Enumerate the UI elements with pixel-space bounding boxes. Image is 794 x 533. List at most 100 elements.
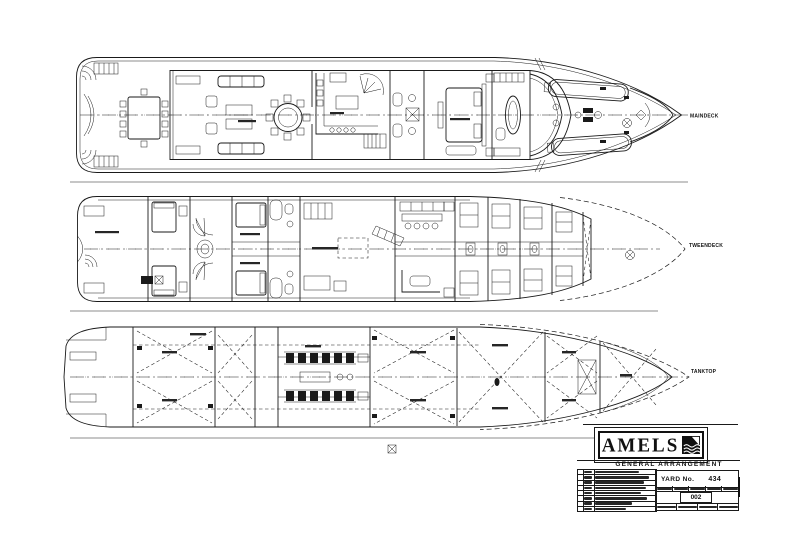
amels-logo-frame: AMELS: [598, 431, 704, 459]
illegible-tank-label: [492, 344, 508, 347]
amels-logo-mark-icon: [682, 436, 701, 454]
bathtub-icon: [505, 95, 521, 135]
circled-x-symbol: [625, 250, 635, 260]
owners-bathroom: [392, 92, 420, 138]
maindeck-aft-deck: [81, 62, 169, 168]
windlass-icon: [552, 119, 560, 127]
illegible-tank-label: [410, 399, 426, 402]
revision-row: [578, 501, 656, 507]
crew-cabins: [395, 197, 592, 301]
title-block-top-rule: [583, 424, 738, 425]
illegible-tank-label: [620, 374, 632, 377]
stair-fan-icon: [192, 217, 214, 237]
illegible-tank-label: [562, 351, 576, 354]
illegible-room-label: [330, 112, 344, 115]
bed: [235, 202, 267, 228]
revision-row: [578, 475, 656, 481]
windshield-line: [529, 73, 563, 157]
stair-icon: [371, 225, 405, 247]
title-block: AMELS GENERAL ARRANGEMENT YARD No. 434: [577, 422, 743, 514]
deck-label-maindeck: MAINDECK: [690, 114, 719, 120]
title-block-rule: [577, 459, 740, 461]
revision-row: [578, 485, 656, 491]
deck-label-tanktop: TANKTOP: [691, 369, 717, 375]
revision-row: [578, 506, 656, 511]
title-block-end-mark: [738, 477, 740, 497]
bed: [151, 265, 177, 297]
maindeck-deckhouse: [169, 70, 572, 160]
revision-row: [578, 491, 656, 497]
sofa: [217, 75, 265, 88]
spiral-stair-icon: [359, 73, 384, 96]
deck-label-tweendeck: TWEENDECK: [689, 243, 723, 249]
bathtub-icon: [269, 277, 283, 299]
circled-x-symbol: [622, 118, 632, 128]
guest-bathroom: [269, 199, 294, 299]
illegible-room-label: [240, 233, 260, 236]
windlass-icon: [552, 103, 560, 111]
brand-wordmark: AMELS: [601, 433, 680, 457]
main-salon: [175, 75, 311, 155]
owners-stateroom: [437, 73, 495, 157]
crew-mess: [399, 201, 455, 298]
revision-row: [578, 480, 656, 486]
illegible-room-label: [240, 262, 260, 265]
stair-fan-icon: [84, 254, 98, 268]
illegible-tank-label: [562, 399, 576, 402]
stair-fan-icon: [192, 261, 214, 281]
maindeck-bulkheads: [311, 70, 531, 160]
drawing-number-cell: 002: [680, 492, 712, 503]
bed: [235, 270, 267, 296]
round-dining-table: [265, 94, 311, 141]
owners-dressing-room: [493, 72, 525, 157]
illegible-tank-label: [162, 351, 177, 354]
armchair: [205, 95, 218, 108]
tanktop-bulkheads: [132, 327, 601, 427]
stair-fan-icon: [81, 65, 97, 81]
crane-icon: [574, 108, 602, 122]
deck-above-outline: [559, 197, 686, 301]
yard-no-value: 434: [708, 475, 722, 483]
alfresco-dining-table: [119, 88, 169, 148]
illegible-tank-label: [410, 351, 426, 354]
watersports-garage: [83, 205, 164, 294]
bathtub-icon: [269, 199, 283, 221]
tender-icon: [543, 79, 629, 102]
illegible-room-label: [450, 118, 470, 121]
illegible-tank-label: [190, 333, 206, 336]
illegible-tank-label: [492, 407, 508, 410]
boxed-x-symbol: [387, 444, 397, 454]
galley: [315, 72, 378, 135]
maindeck-hull-outline: [76, 57, 683, 173]
engine-room: [303, 196, 405, 302]
drawing-info-grid: 002: [655, 486, 739, 511]
engine-hatch: [337, 237, 369, 259]
stair-fan-icon: [81, 149, 97, 165]
revision-row: [578, 470, 656, 476]
bed: [151, 201, 177, 233]
illegible-tank-label: [162, 399, 177, 402]
maindeck-plan: MAINDECK: [76, 57, 719, 173]
maindeck-bulwark-line: [79, 60, 677, 170]
amels-logo: AMELS: [594, 427, 708, 463]
illegible-room-label: [312, 247, 338, 250]
tanktop-hull-outline: [63, 326, 673, 428]
stair-icon: [363, 133, 387, 149]
tweendeck-plan: TWEENDECK: [77, 196, 723, 302]
revision-row: [578, 496, 656, 502]
yard-no-label: YARD No.: [661, 475, 695, 483]
tank-labels: [137, 333, 632, 418]
vip-cabin: [235, 202, 267, 296]
armchair: [205, 122, 218, 135]
guest-cabin: [151, 201, 188, 297]
foredeck: [543, 79, 674, 156]
tanktop-plan: TANKTOP: [63, 324, 717, 430]
illegible-room-label: [95, 231, 119, 234]
illegible-tank-label: [305, 345, 321, 348]
frame-ruler-tanktop: [70, 437, 690, 454]
drawing-title: GENERAL ARRANGEMENT: [615, 461, 723, 468]
stern-steps: [66, 327, 107, 427]
guest-lobby: [192, 217, 214, 281]
